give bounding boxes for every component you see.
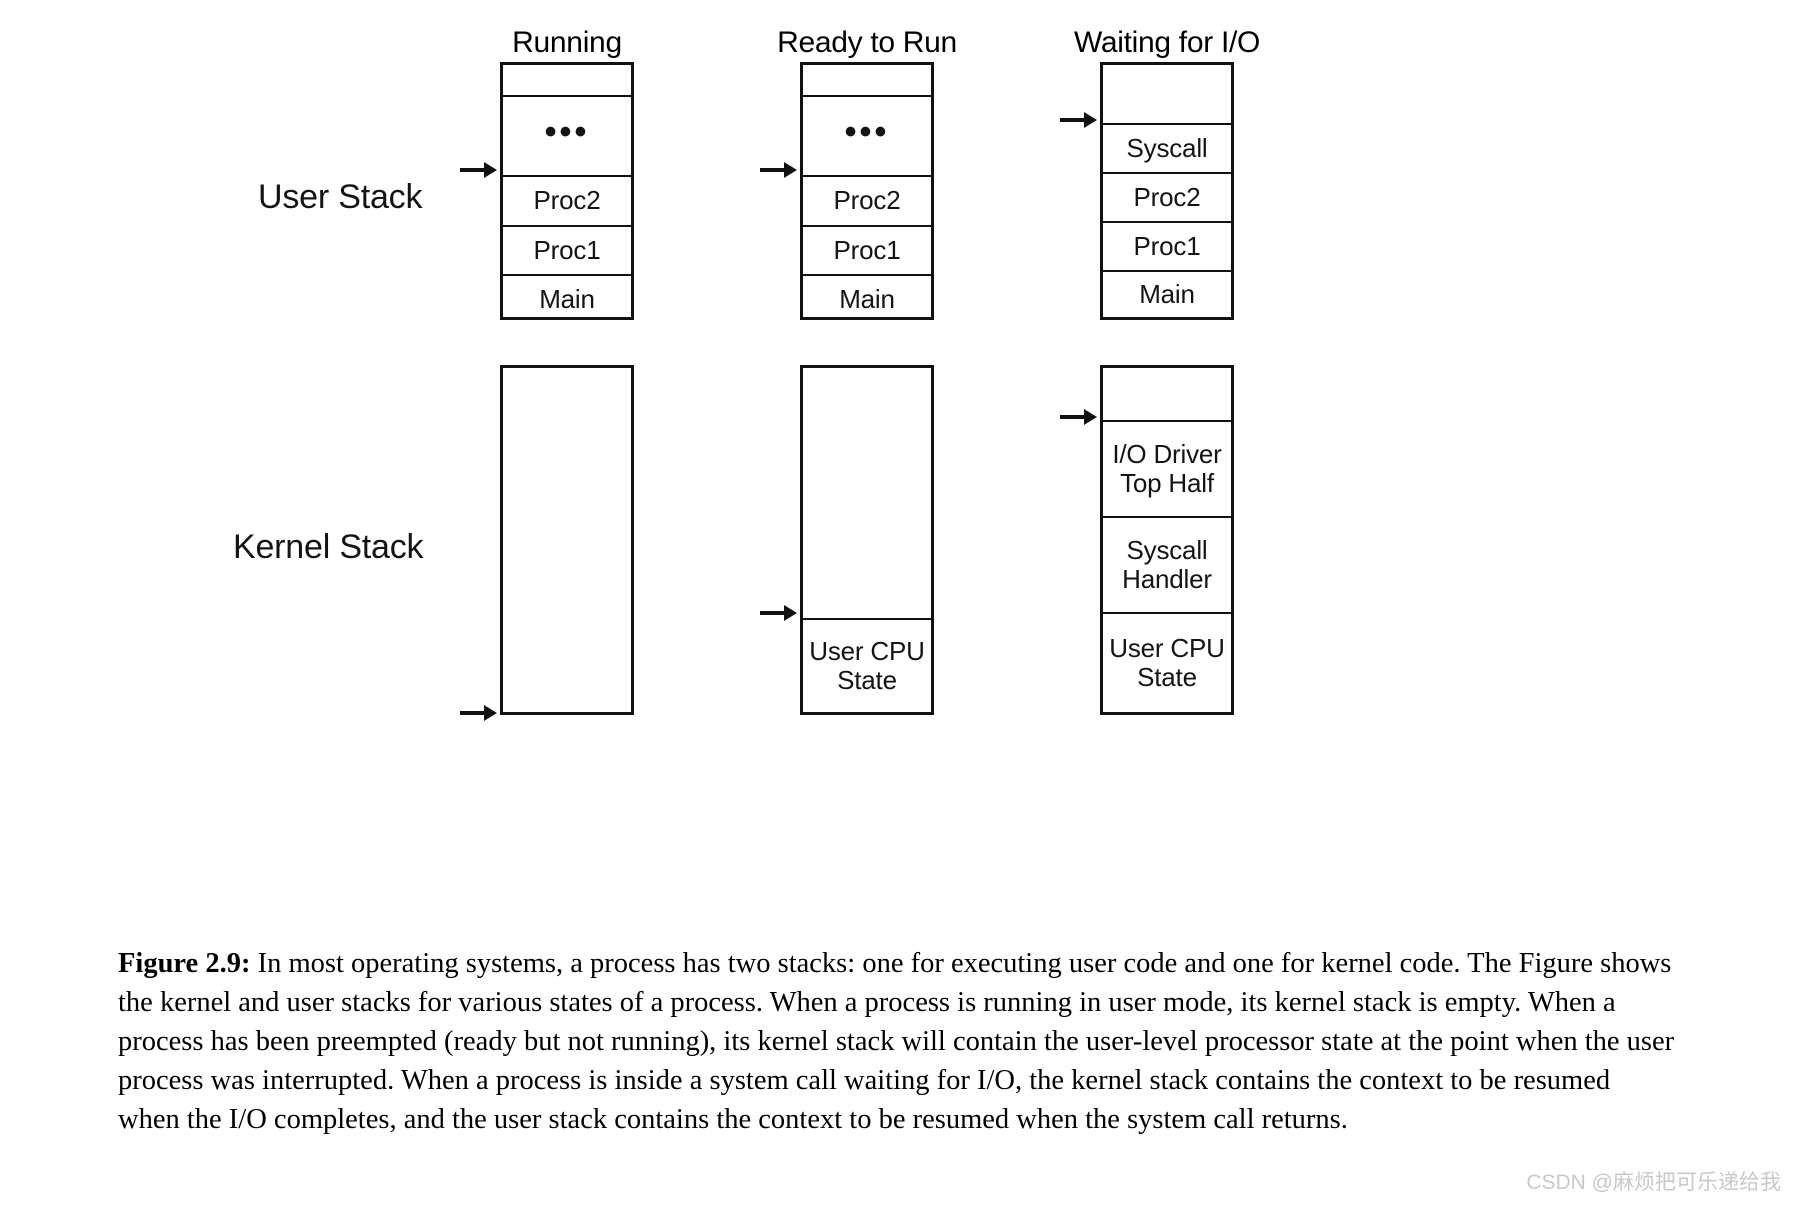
stack-pointer-arrow-icon-kernel_stack-ready-to-run [760, 603, 797, 623]
stack-cell-proc2: Proc2 [503, 175, 631, 225]
stack-cell-user-cpu-state: User CPU State [1103, 612, 1231, 712]
stack-cell-empty [803, 368, 931, 618]
stack-cell-syscall: Syscall [1103, 123, 1231, 172]
stack-cell-proc2: Proc2 [803, 175, 931, 225]
stack-cell-proc1: Proc1 [803, 225, 931, 274]
arrow-head [1084, 112, 1097, 128]
stack-cell-main: Main [803, 274, 931, 323]
stack-cell-: ••• [803, 95, 931, 175]
stack-cell-: ••• [503, 95, 631, 175]
column-header-running: Running [512, 26, 622, 59]
stack-cell-proc2: Proc2 [1103, 172, 1231, 221]
column-header-waiting-for-io: Waiting for I/O [1073, 26, 1261, 59]
kernel_stack-running [500, 365, 634, 715]
figure-caption-body: In most operating systems, a process has… [118, 948, 1675, 1135]
figure-caption: Figure 2.9: In most operating systems, a… [118, 944, 1678, 1139]
stack-cell-main: Main [503, 274, 631, 323]
stack-cell-syscall-handler: Syscall Handler [1103, 516, 1231, 612]
row-label-kernel-stack: Kernel Stack [233, 528, 424, 566]
arrow-shaft [460, 168, 488, 172]
csdn-watermark: CSDN @麻烦把可乐递给我 [1526, 1171, 1781, 1194]
arrow-shaft [1060, 118, 1088, 122]
arrow-shaft [460, 711, 488, 715]
stack-cell-user-cpu-state: User CPU State [803, 618, 931, 712]
arrow-head [484, 705, 497, 721]
arrow-shaft [1060, 415, 1088, 419]
stack-pointer-arrow-icon-kernel_stack-waiting-for-io [1060, 407, 1097, 427]
stack-cell-empty [503, 65, 631, 95]
stack-cell-empty [503, 368, 631, 712]
stack-cell-i-o-driver-top-half: I/O Driver Top Half [1103, 420, 1231, 516]
arrow-shaft [760, 168, 788, 172]
stack-pointer-arrow-icon-kernel_stack-running [460, 703, 497, 723]
arrow-head [484, 162, 497, 178]
kernel_stack-ready-to-run: User CPU State [800, 365, 934, 715]
figure-caption-label: Figure 2.9: [118, 948, 251, 979]
stack-cell-empty [803, 65, 931, 95]
row-label-user-stack: User Stack [258, 178, 423, 216]
arrow-shaft [760, 611, 788, 615]
stack-pointer-arrow-icon-user_stack-ready-to-run [760, 160, 797, 180]
stack-cell-proc1: Proc1 [503, 225, 631, 274]
stack-cell-empty [1103, 65, 1231, 123]
stack-cell-main: Main [1103, 270, 1231, 317]
arrow-head [784, 605, 797, 621]
stack-pointer-arrow-icon-user_stack-waiting-for-io [1060, 110, 1097, 130]
column-header-ready-to-run: Ready to Run [777, 26, 957, 59]
stack-cell-empty [1103, 368, 1231, 420]
stack-pointer-arrow-icon-user_stack-running [460, 160, 497, 180]
arrow-head [784, 162, 797, 178]
arrow-head [1084, 409, 1097, 425]
stack-cell-proc1: Proc1 [1103, 221, 1231, 270]
